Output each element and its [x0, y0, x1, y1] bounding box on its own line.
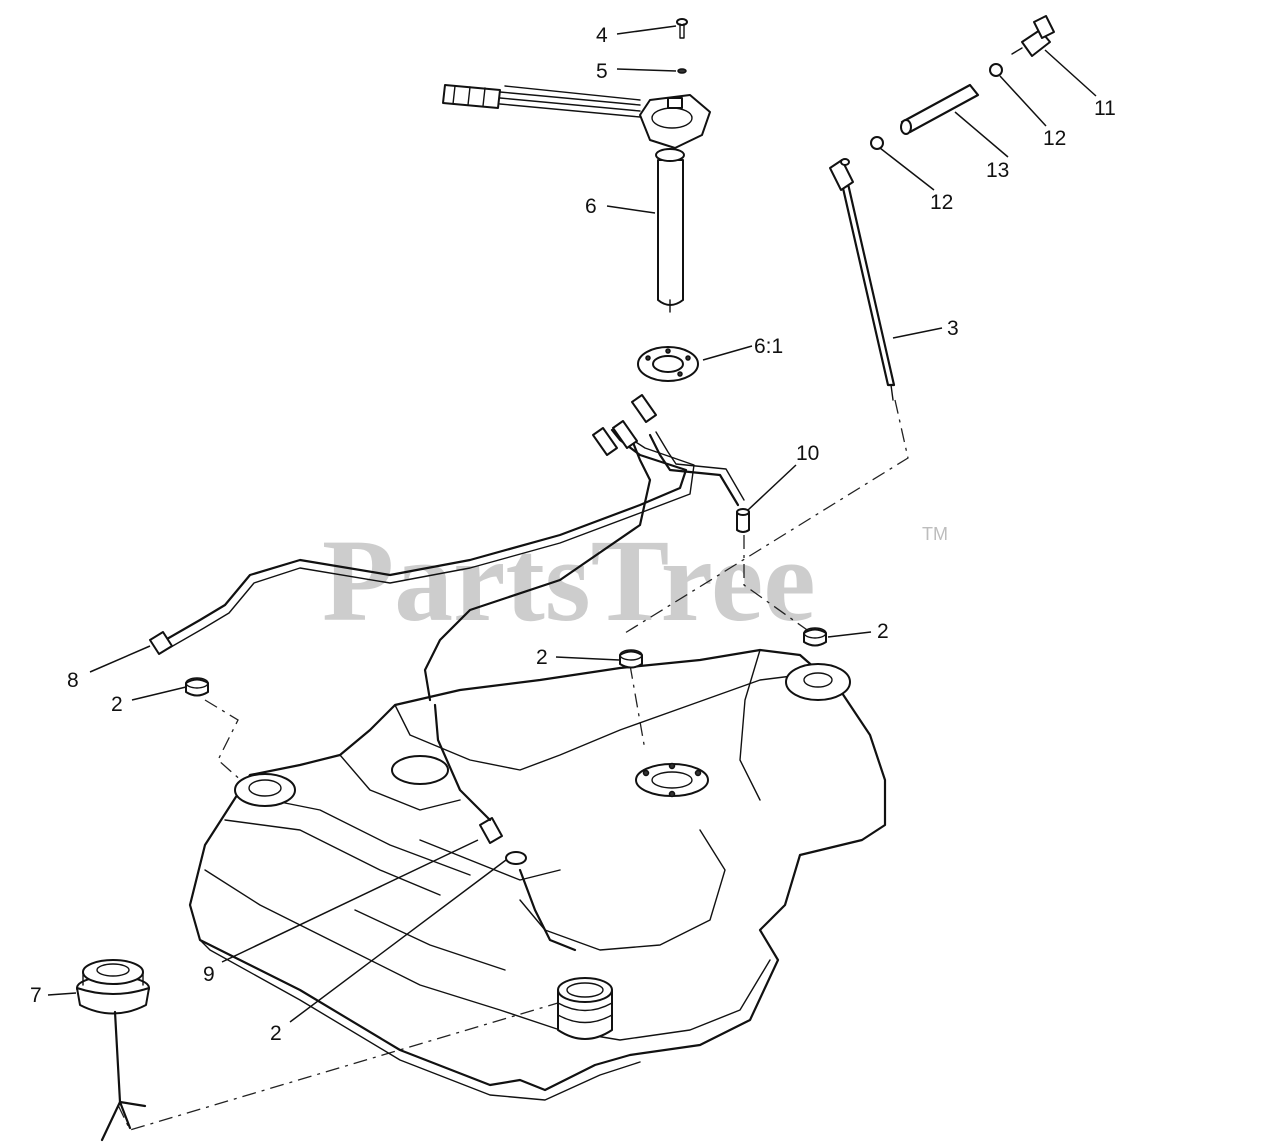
watermark-trademark: TM — [922, 524, 948, 544]
gauge-tube — [829, 158, 896, 401]
callout-2-left: 2 — [111, 693, 123, 716]
callout-8: 8 — [67, 669, 79, 692]
assembly-centerlines — [117, 399, 909, 1131]
callout-12-upper: 12 — [1043, 127, 1066, 150]
line-connectors — [592, 394, 657, 456]
fuel-lines — [158, 428, 745, 952]
gasket — [637, 346, 699, 382]
fuel-cap — [76, 959, 150, 1142]
callout-4: 4 — [596, 24, 608, 47]
callout-5: 5 — [596, 60, 608, 83]
callout-2-right: 2 — [877, 620, 889, 643]
callouts: 4 5 6 6:1 3 10 11 12 12 13 8 2 2 2 2 9 7 — [30, 24, 1116, 1045]
callout-12-lower: 12 — [930, 191, 953, 214]
fuel-tank — [188, 648, 887, 1101]
callout-13: 13 — [986, 159, 1009, 182]
callout-3: 3 — [947, 317, 959, 340]
callout-7: 7 — [30, 984, 42, 1007]
leader-lines — [47, 25, 1097, 1023]
callout-2-center: 2 — [536, 646, 548, 669]
watermark-text: PartsTree — [322, 515, 816, 646]
callout-10: 10 — [796, 442, 819, 465]
callout-6-1: 6:1 — [754, 335, 783, 358]
grommets — [185, 627, 827, 697]
callout-2-lower: 2 — [270, 1022, 282, 1045]
fuel-sender — [442, 84, 711, 313]
callout-9: 9 — [203, 963, 215, 986]
fitting-10 — [736, 508, 750, 533]
connector-8 — [149, 631, 173, 655]
screw-and-washer — [676, 18, 688, 74]
hose-clamps-valve — [870, 15, 1055, 150]
callout-6: 6 — [585, 195, 597, 218]
callout-11: 11 — [1094, 97, 1116, 120]
